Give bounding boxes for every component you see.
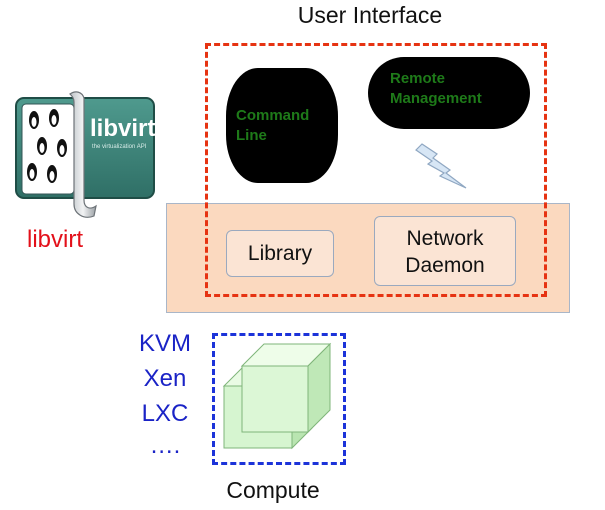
command-line-label-line2: Line (236, 127, 267, 144)
command-line-label: Command Line (236, 106, 309, 146)
command-line-label-line1: Command (236, 107, 310, 124)
lightning-bolt-icon (415, 143, 467, 189)
hypervisor-xen: Xen (143, 365, 187, 392)
library-box: Library (226, 230, 334, 277)
cube-icon (222, 342, 332, 450)
hypervisor-more: …. (149, 432, 181, 459)
remote-management-node: Remote Management (368, 57, 530, 129)
network-daemon-label-line1: Network (406, 227, 484, 250)
user-interface-boundary (205, 43, 547, 297)
command-line-node: Command Line (226, 68, 338, 183)
remote-management-label: Remote Management (390, 69, 482, 109)
remote-management-label-line2: Management (390, 90, 482, 107)
user-interface-title: User Interface (297, 2, 443, 28)
remote-management-label-line1: Remote (390, 70, 446, 87)
hypervisor-kvm: KVM (138, 330, 191, 357)
libvirt-logo-icon: libvirt the virtualization API (15, 91, 155, 218)
compute-boundary (212, 333, 346, 465)
libvirt-logo-text: libvirt (90, 115, 155, 142)
compute-label: Compute (226, 477, 320, 503)
network-daemon-box: Network Daemon (374, 216, 516, 286)
libvirt-logo-subtext: the virtualization API (92, 144, 147, 150)
network-daemon-label-line2: Daemon (405, 254, 485, 277)
libvirt-label: libvirt (27, 226, 84, 253)
hypervisor-lxc: LXC (141, 400, 189, 427)
